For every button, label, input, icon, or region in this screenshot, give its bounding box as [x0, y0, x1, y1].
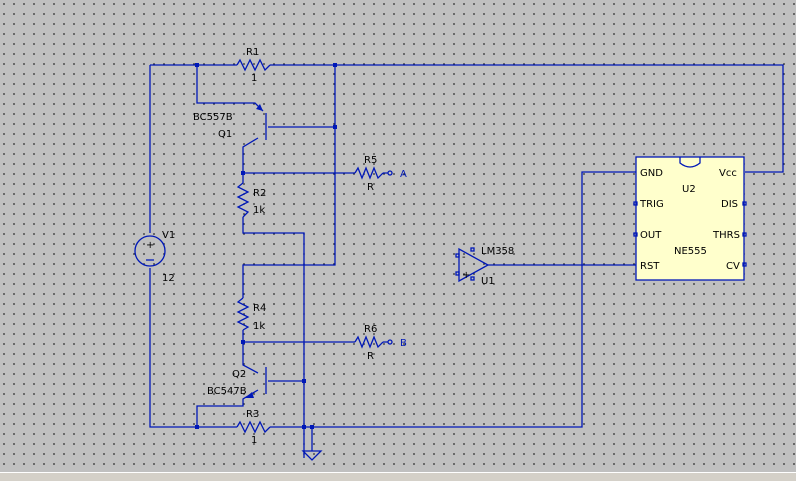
junction-dot	[302, 425, 306, 429]
ic-notch-icon	[679, 157, 701, 168]
u2-pin-cv: CV	[726, 261, 740, 272]
u2-ref: U2	[682, 184, 696, 195]
r3-value: 1	[251, 435, 257, 446]
q2-model: BC547B	[207, 386, 247, 397]
net-label-b: B	[400, 338, 407, 349]
r3-ref: R3	[246, 409, 259, 420]
v1-ref: V1	[162, 230, 175, 241]
r6-ref: R6	[364, 324, 377, 335]
u2-pin-thrs: THRS	[712, 230, 740, 241]
wire-left-rail[interactable]	[149, 65, 237, 428]
u2-pin-trig: TRIG	[639, 199, 664, 210]
u2-pin-out: OUT	[640, 230, 662, 241]
wire-bottom-rail[interactable]	[270, 171, 636, 428]
emitter-arrow-icon	[256, 104, 263, 111]
resistor-r5[interactable]: R5 R A	[354, 155, 407, 193]
resistor-r2[interactable]: R2 1k	[236, 182, 266, 218]
transistor-q2[interactable]: Q2 BC547B	[207, 367, 267, 398]
wire-r4-bottom[interactable]	[242, 330, 259, 374]
r1-ref: R1	[246, 47, 259, 58]
ground-icon	[301, 450, 323, 461]
u1-minus-icon: -	[462, 252, 466, 263]
status-strip	[0, 472, 796, 481]
junction-dot	[333, 125, 337, 129]
net-label-a: A	[400, 169, 407, 180]
u2-pin-rst: RST	[640, 261, 660, 272]
voltage-source-v1[interactable]: + V1 12	[134, 230, 175, 284]
u2-model: NE555	[674, 246, 707, 257]
r5-value: R	[367, 182, 374, 193]
wire-r1-q1-emitter[interactable]	[196, 65, 264, 112]
junction-dot	[195, 425, 199, 429]
q2-ref: Q2	[232, 369, 246, 380]
q1-model: BC557B	[193, 112, 233, 123]
u2-pin-gnd: GND	[640, 168, 663, 179]
junction-dot	[241, 171, 245, 175]
v1-value: 12	[162, 273, 175, 284]
r2-value: 1k	[253, 205, 265, 216]
u1-plus-icon: +	[462, 270, 470, 281]
r4-value: 1k	[253, 321, 265, 332]
junction-dot	[333, 63, 337, 67]
wire-q1-collector[interactable]	[242, 137, 259, 183]
opamp-u1[interactable]: - + LM358 U1	[455, 246, 514, 287]
wire-r2-bottom[interactable]	[242, 217, 305, 458]
wire-node-right[interactable]	[242, 65, 336, 298]
emitter-arrow-icon	[245, 392, 254, 398]
junction-dot	[241, 340, 245, 344]
resistor-r3[interactable]: R3 1	[236, 409, 271, 446]
u1-ref: U1	[481, 276, 495, 287]
u1-model: LM358	[481, 246, 514, 257]
junction-dot	[302, 379, 306, 383]
u2-pin-vcc: Vcc	[719, 168, 737, 179]
r1-value: 1	[251, 73, 257, 84]
u2-pin-dis: DIS	[721, 199, 738, 210]
resistor-r6[interactable]: R6 R B	[354, 324, 407, 362]
transistor-q1[interactable]: BC557B Q1	[193, 104, 267, 140]
resistor-r4[interactable]: R4 1k	[236, 297, 266, 332]
ic-u2[interactable]: GND Vcc U2 TRIG DIS OUT THRS NE555 RST C…	[633, 156, 747, 281]
r2-ref: R2	[253, 188, 266, 199]
r6-value: R	[367, 351, 374, 362]
plus-icon: +	[146, 240, 154, 251]
wire-top-rail[interactable]	[150, 64, 784, 173]
junction-dot	[195, 63, 199, 67]
r4-ref: R4	[253, 303, 266, 314]
resistor-r1[interactable]: R1 1	[236, 47, 271, 84]
q1-ref: Q1	[218, 129, 232, 140]
r5-ref: R5	[364, 155, 377, 166]
ground-symbol[interactable]	[301, 427, 323, 461]
